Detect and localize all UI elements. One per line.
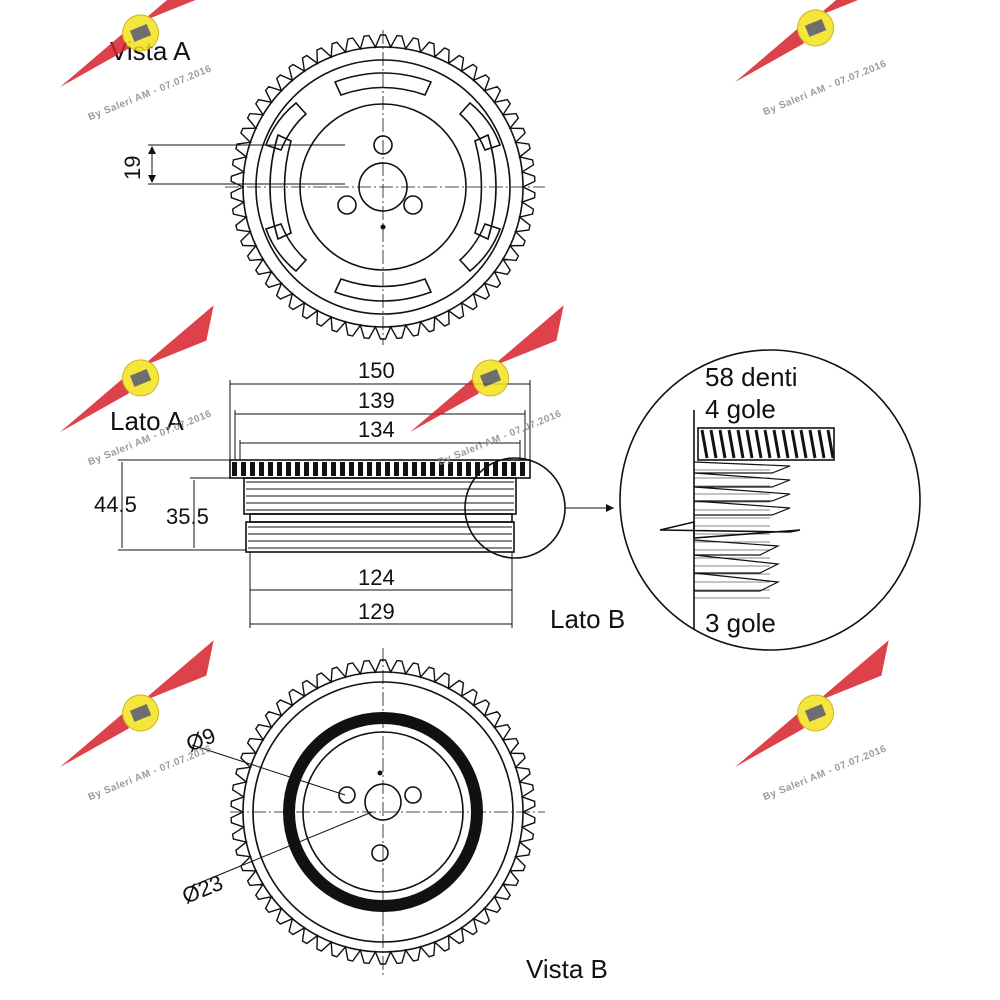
watermark-text: By Saleri AM - 07.07.2016 — [87, 63, 214, 123]
detail-teeth-label: 58 denti — [705, 362, 798, 392]
dim-35-5: 35.5 — [166, 504, 209, 529]
detail-grooves-a-label: 4 gole — [705, 394, 776, 424]
watermark-logo: By Saleri AM - 07.07.2016 — [409, 305, 564, 468]
side-a-label: Lato A — [110, 406, 184, 436]
side-b-label: Lato B — [550, 604, 625, 634]
watermark-logo: By Saleri AM - 07.07.2016 — [734, 640, 889, 803]
view-a-drawing — [148, 30, 545, 345]
watermark-logo: By Saleri AM - 07.07.2016 — [59, 640, 214, 803]
view-b-drawing — [191, 648, 545, 975]
detail-teeth — [700, 429, 835, 459]
watermark-text: By Saleri AM - 07.07.2016 — [762, 58, 889, 118]
detail-grooves-b-label: 3 gole — [705, 608, 776, 638]
watermark-text: By Saleri AM - 07.07.2016 — [762, 743, 889, 803]
side-view-drawing — [118, 380, 614, 628]
groove-lines — [246, 481, 514, 549]
view-b-label: Vista B — [526, 954, 608, 984]
dim-150: 150 — [358, 358, 395, 383]
dim-bore-23: Ø23 — [179, 870, 227, 909]
dim-124: 124 — [358, 565, 395, 590]
dim-19: 19 — [120, 156, 145, 180]
watermark-layer: By Saleri AM - 07.07.2016 By Saleri AM - … — [59, 0, 889, 803]
detail-view-drawing — [619, 349, 921, 651]
watermark-text: By Saleri AM - 07.07.2016 — [87, 743, 214, 803]
watermark-logo: By Saleri AM - 07.07.2016 — [734, 0, 889, 118]
detail-grooves — [693, 461, 791, 599]
dim-129: 129 — [358, 599, 395, 624]
watermark-logo: By Saleri AM - 07.07.2016 — [59, 305, 214, 468]
dim-44-5: 44.5 — [94, 492, 137, 517]
dim-134: 134 — [358, 417, 395, 442]
dim-139: 139 — [358, 388, 395, 413]
side-teeth — [232, 462, 525, 476]
